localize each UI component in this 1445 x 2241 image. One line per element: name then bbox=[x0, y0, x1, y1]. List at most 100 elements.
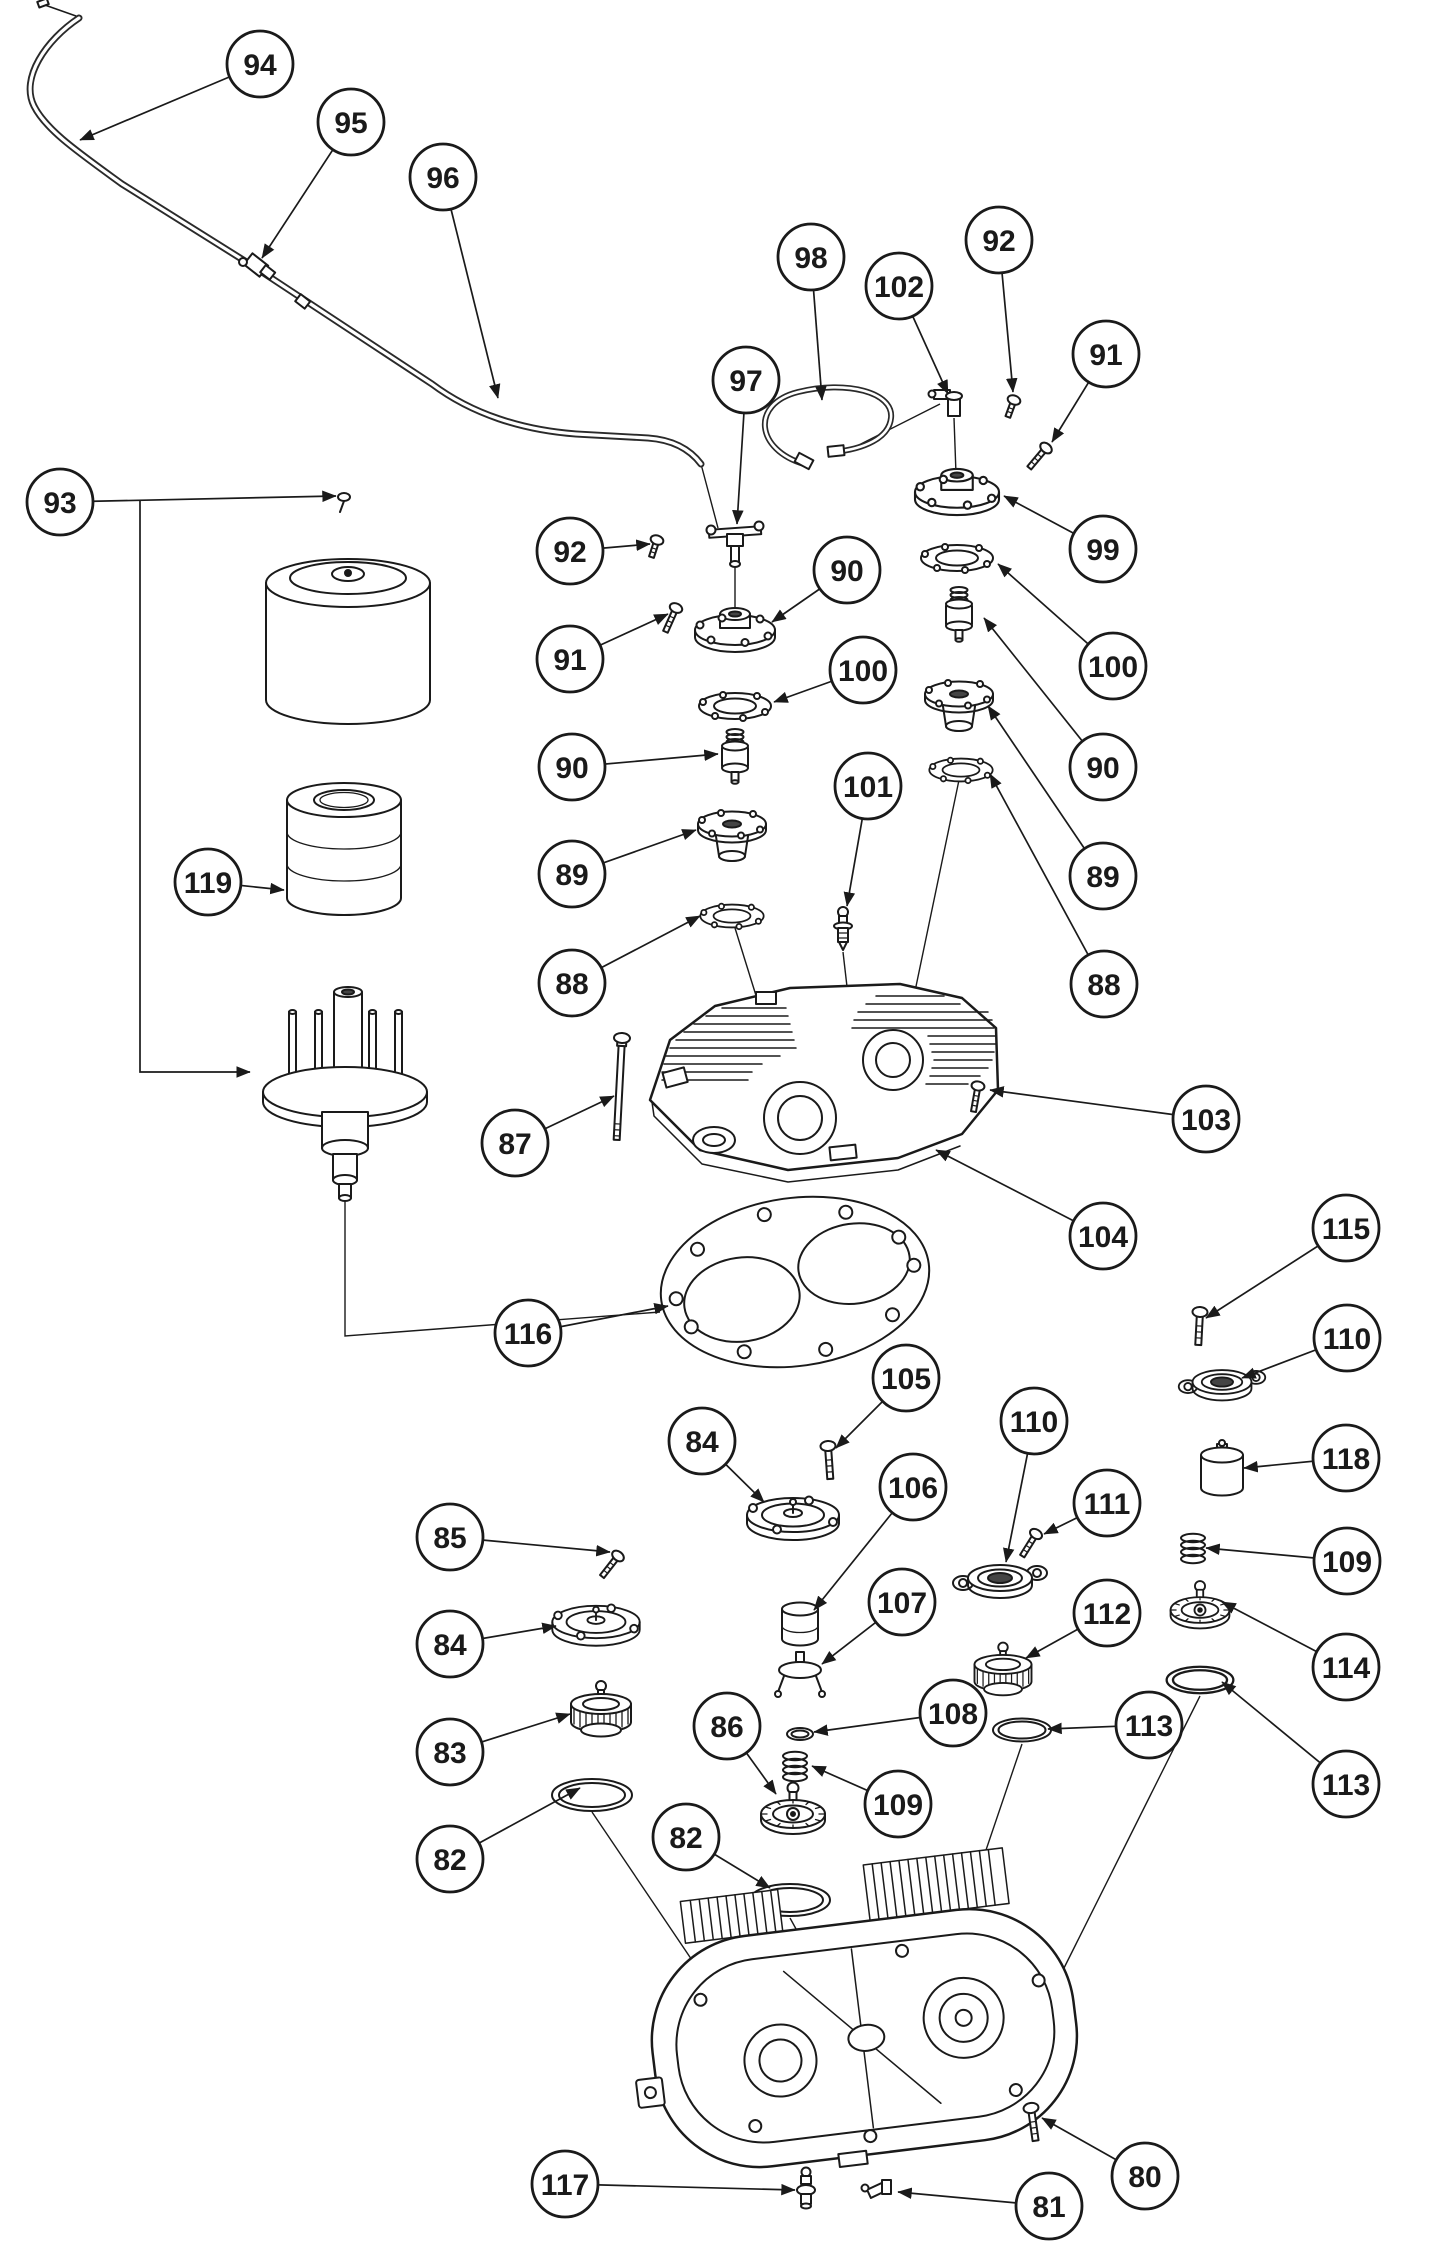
callout-balloon-87 bbox=[480, 1108, 550, 1178]
callout-label-102: 102 bbox=[874, 271, 924, 304]
callout-label-92a: 92 bbox=[982, 225, 1015, 258]
air-filter-element bbox=[286, 782, 402, 916]
valve-cap-118 bbox=[1200, 1439, 1244, 1497]
callout-balloon-86 bbox=[692, 1691, 762, 1761]
cylinder-head bbox=[648, 982, 1000, 1183]
callout-balloon-110a bbox=[1312, 1303, 1382, 1373]
leader-line-103 bbox=[989, 1086, 1207, 1120]
callout-balloon-113a bbox=[1114, 1690, 1184, 1760]
callout-label-108: 108 bbox=[928, 1698, 978, 1731]
callout-109a: 109 bbox=[1312, 1526, 1382, 1596]
callout-balloon-92a bbox=[964, 205, 1034, 275]
callout-label-88a: 88 bbox=[555, 968, 588, 1001]
callout-balloon-114 bbox=[1311, 1632, 1381, 1702]
callout-label-89a: 89 bbox=[555, 859, 588, 892]
valve-86 bbox=[760, 1781, 826, 1835]
check-valve-101 bbox=[833, 906, 853, 951]
tube-nut bbox=[294, 293, 312, 310]
callout-label-86: 86 bbox=[710, 1711, 743, 1744]
callout-balloon-112 bbox=[1072, 1578, 1142, 1648]
callout-label-94: 94 bbox=[243, 49, 277, 82]
callout-100b: 100 bbox=[828, 635, 898, 705]
callout-balloon-91b bbox=[535, 624, 605, 694]
head-gasket bbox=[659, 1195, 931, 1369]
spring-109-mid bbox=[782, 1750, 808, 1783]
callout-label-88b: 88 bbox=[1087, 969, 1120, 1002]
callout-label-82a: 82 bbox=[433, 1844, 466, 1877]
drain-valve-117 bbox=[796, 2166, 816, 2210]
callout-balloon-99 bbox=[1068, 514, 1138, 584]
callout-114: 114 bbox=[1311, 1632, 1381, 1702]
callout-label-109a: 109 bbox=[1322, 1546, 1372, 1579]
callout-balloon-104 bbox=[1068, 1201, 1138, 1271]
o-ring-82-left bbox=[551, 1778, 633, 1812]
callout-87: 87 bbox=[480, 1108, 550, 1178]
screw-111 bbox=[1015, 1525, 1045, 1561]
head-bolt-87 bbox=[607, 1031, 632, 1142]
crankcase-cover bbox=[635, 1847, 1079, 2169]
callout-label-81: 81 bbox=[1032, 2191, 1065, 2224]
elbow-fitting-81 bbox=[860, 2179, 892, 2199]
callout-balloon-101 bbox=[833, 751, 903, 821]
callout-balloon-100b bbox=[828, 635, 898, 705]
callout-94: 94 bbox=[225, 29, 295, 99]
callout-label-90a: 90 bbox=[830, 555, 863, 588]
callout-balloon-91a bbox=[1071, 319, 1141, 389]
callout-label-90b: 90 bbox=[1086, 752, 1119, 785]
callout-balloon-80 bbox=[1110, 2141, 1180, 2211]
callout-label-80: 80 bbox=[1128, 2161, 1161, 2194]
callout-102: 102 bbox=[864, 251, 934, 321]
callout-balloon-116 bbox=[493, 1298, 563, 1368]
callout-103: 103 bbox=[1171, 1084, 1241, 1154]
callout-balloon-90a bbox=[812, 535, 882, 605]
callout-balloon-110b bbox=[999, 1386, 1069, 1456]
unloader-hose bbox=[761, 384, 895, 471]
callout-label-96: 96 bbox=[426, 162, 459, 195]
spring-clip-107 bbox=[774, 1651, 826, 1698]
callout-90b: 90 bbox=[1068, 732, 1138, 802]
callout-balloon-117 bbox=[530, 2149, 600, 2219]
callout-balloon-81 bbox=[1014, 2171, 1084, 2241]
callout-label-116: 116 bbox=[504, 1318, 552, 1351]
callout-balloon-106 bbox=[878, 1452, 948, 1522]
callout-label-90c: 90 bbox=[555, 752, 588, 785]
valve-83 bbox=[570, 1680, 632, 1738]
callout-balloon-100a bbox=[1078, 631, 1148, 701]
callout-label-114: 114 bbox=[1322, 1652, 1371, 1685]
callout-balloon-118 bbox=[1311, 1423, 1381, 1493]
callout-balloon-97 bbox=[711, 345, 781, 415]
unloader-tube bbox=[26, 0, 705, 468]
callout-balloon-115 bbox=[1311, 1193, 1381, 1263]
callout-101: 101 bbox=[833, 751, 903, 821]
callout-84b: 84 bbox=[415, 1609, 485, 1679]
callout-balloon-94 bbox=[225, 29, 295, 99]
elbow-fitting bbox=[927, 389, 963, 417]
callout-label-87: 87 bbox=[498, 1128, 531, 1161]
screw-92-mid bbox=[644, 532, 666, 561]
callout-label-84b: 84 bbox=[433, 1629, 467, 1662]
callout-84a: 84 bbox=[667, 1406, 737, 1476]
valve-piston-90-right bbox=[945, 586, 973, 643]
callout-89a: 89 bbox=[537, 839, 607, 909]
callout-label-82b: 82 bbox=[669, 1822, 702, 1855]
callout-balloon-82b bbox=[651, 1802, 721, 1872]
screw-115 bbox=[1189, 1305, 1209, 1347]
callout-label-119: 119 bbox=[184, 867, 232, 900]
callout-95: 95 bbox=[316, 87, 386, 157]
screw-85 bbox=[595, 1547, 627, 1582]
callout-label-97: 97 bbox=[729, 365, 762, 398]
unloader-valve-fitting bbox=[705, 520, 765, 568]
callout-97: 97 bbox=[711, 345, 781, 415]
callout-109b: 109 bbox=[863, 1769, 933, 1839]
valve-cup-89-mid bbox=[697, 809, 767, 862]
callout-balloon-107 bbox=[867, 1567, 937, 1637]
callout-label-111: 111 bbox=[1084, 1488, 1131, 1521]
callout-99: 99 bbox=[1068, 514, 1138, 584]
callout-label-117: 117 bbox=[541, 2169, 589, 2202]
gasket-100-right bbox=[920, 543, 994, 574]
callout-label-103: 103 bbox=[1181, 1104, 1231, 1137]
callout-label-95: 95 bbox=[334, 107, 367, 140]
callout-label-115: 115 bbox=[1322, 1213, 1370, 1246]
callout-label-118: 118 bbox=[1322, 1443, 1370, 1476]
